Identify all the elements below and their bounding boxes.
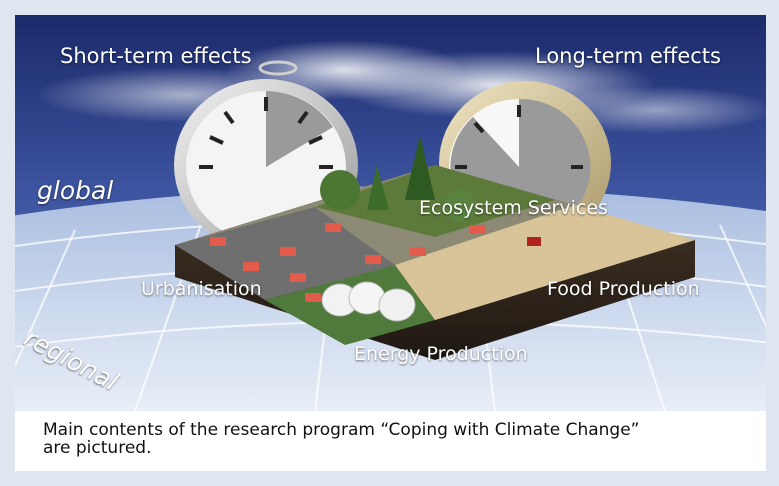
- short-term-effects-label: Short-term effects: [60, 44, 252, 68]
- field-forest: [315, 165, 555, 237]
- trees: [320, 135, 476, 221]
- field-food: [395, 205, 695, 320]
- long-term-effects-label: Long-term effects: [535, 44, 721, 68]
- ecosystem-services-label: Ecosystem Services: [419, 197, 608, 219]
- food-production-label: Food Production: [547, 278, 700, 300]
- urbanisation-label: Urbanisation: [141, 278, 262, 300]
- red-roofs: [210, 223, 486, 302]
- tractor: [527, 237, 541, 246]
- illustration: Short-term effects Long-term effects glo…: [15, 15, 766, 411]
- global-label: global: [37, 176, 114, 205]
- storage-tanks: [321, 281, 416, 322]
- figure-caption: Main contents of the research program “C…: [43, 420, 640, 458]
- illustration-svg: [15, 15, 766, 411]
- caption-box: Main contents of the research program “C…: [15, 411, 766, 471]
- energy-production-label: Energy Production: [354, 343, 528, 365]
